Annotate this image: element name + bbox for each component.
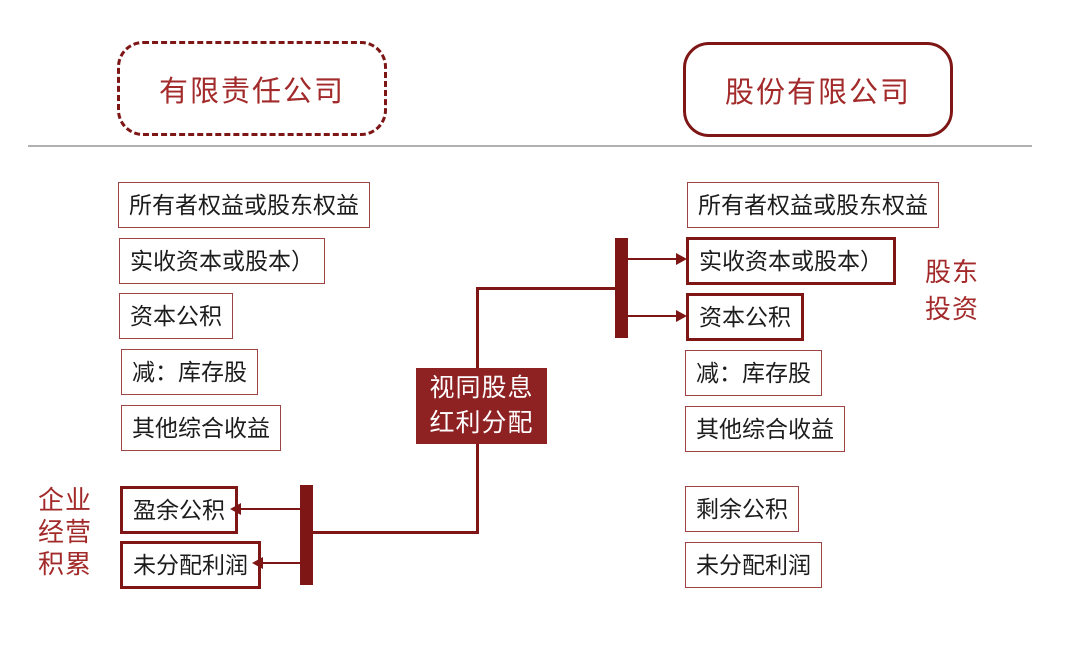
arrow-stem-to-undistributed-profit bbox=[262, 562, 300, 564]
left-collector-bar bbox=[300, 485, 313, 585]
right-box-capital-reserve: 资本公积 bbox=[686, 293, 804, 341]
center-node-line2: 红利分配 bbox=[429, 409, 534, 437]
left-side-label-enterprise-accumulation: 企业 经营 积累 bbox=[38, 484, 92, 580]
left-title-box: 有限责任公司 bbox=[117, 41, 387, 136]
left-box-undistributed-profit: 未分配利润 bbox=[120, 541, 261, 589]
left-side-label-line2: 经营 bbox=[38, 517, 93, 547]
right-side-label-line1: 股东 bbox=[925, 257, 980, 287]
center-node-deemed-dividend: 视同股息 红利分配 bbox=[416, 368, 547, 444]
arrow-stem-to-capital-reserve bbox=[628, 315, 677, 317]
header-divider bbox=[28, 145, 1032, 147]
right-box-less-treasury-stock: 减：库存股 bbox=[685, 350, 822, 396]
right-side-label-shareholder-investment: 股东 投资 bbox=[925, 254, 979, 328]
right-collector-bar bbox=[615, 238, 628, 338]
left-box-surplus-reserve: 盈余公积 bbox=[120, 486, 238, 534]
left-box-capital-reserve: 资本公积 bbox=[119, 293, 233, 339]
left-box-other-comprehensive-income: 其他综合收益 bbox=[121, 405, 281, 451]
arrow-stem-to-surplus-reserve bbox=[240, 508, 300, 510]
right-box-remaining-reserve: 剩余公积 bbox=[685, 486, 799, 532]
arrowhead-icon bbox=[676, 253, 687, 265]
upper-connector-vertical-line bbox=[476, 288, 479, 370]
left-box-paid-in-capital: 实收资本或股本） bbox=[119, 238, 325, 284]
right-box-owners-equity: 所有者权益或股东权益 bbox=[687, 182, 939, 228]
left-side-label-line3: 积累 bbox=[38, 549, 93, 579]
left-side-label-line1: 企业 bbox=[38, 485, 93, 515]
left-box-less-treasury-stock: 减：库存股 bbox=[121, 349, 258, 395]
left-title: 有限责任公司 bbox=[158, 75, 345, 108]
right-box-other-comprehensive-income: 其他综合收益 bbox=[685, 406, 845, 452]
right-box-paid-in-capital: 实收资本或股本） bbox=[686, 237, 896, 285]
arrowhead-icon bbox=[230, 503, 241, 515]
right-box-undistributed-profit: 未分配利润 bbox=[685, 542, 822, 588]
lower-connector-horizontal-line bbox=[313, 531, 479, 534]
right-title: 股份有限公司 bbox=[724, 76, 911, 109]
arrowhead-icon bbox=[676, 310, 687, 322]
right-side-label-line2: 投资 bbox=[925, 294, 980, 324]
arrowhead-icon bbox=[252, 557, 263, 569]
upper-connector-horizontal-line bbox=[476, 287, 617, 290]
left-box-owners-equity: 所有者权益或股东权益 bbox=[118, 182, 370, 228]
arrow-stem-to-paid-in-capital bbox=[628, 258, 677, 260]
center-node-line1: 视同股息 bbox=[429, 374, 534, 402]
lower-connector-vertical-line bbox=[476, 443, 479, 534]
right-title-box: 股份有限公司 bbox=[683, 42, 953, 137]
